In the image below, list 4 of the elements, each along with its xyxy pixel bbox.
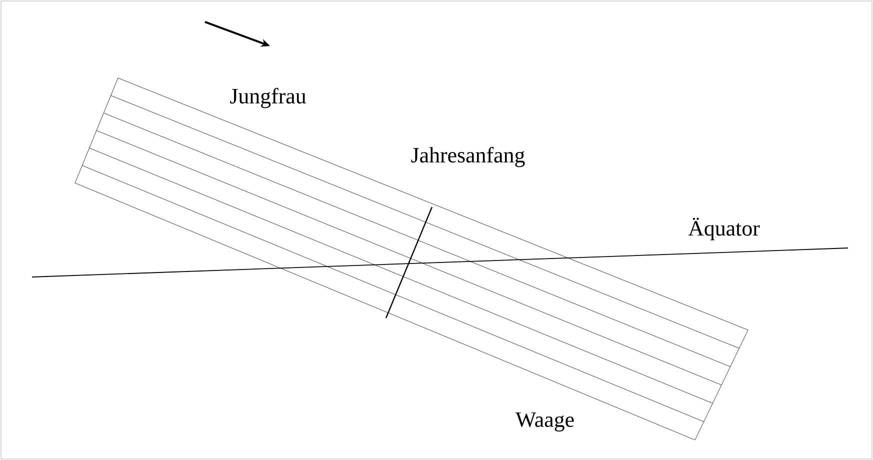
label: Äquator bbox=[687, 216, 761, 242]
label: Jahresanfang bbox=[410, 146, 526, 168]
label: Jungfrau bbox=[228, 86, 308, 110]
label: Waage bbox=[514, 411, 576, 433]
